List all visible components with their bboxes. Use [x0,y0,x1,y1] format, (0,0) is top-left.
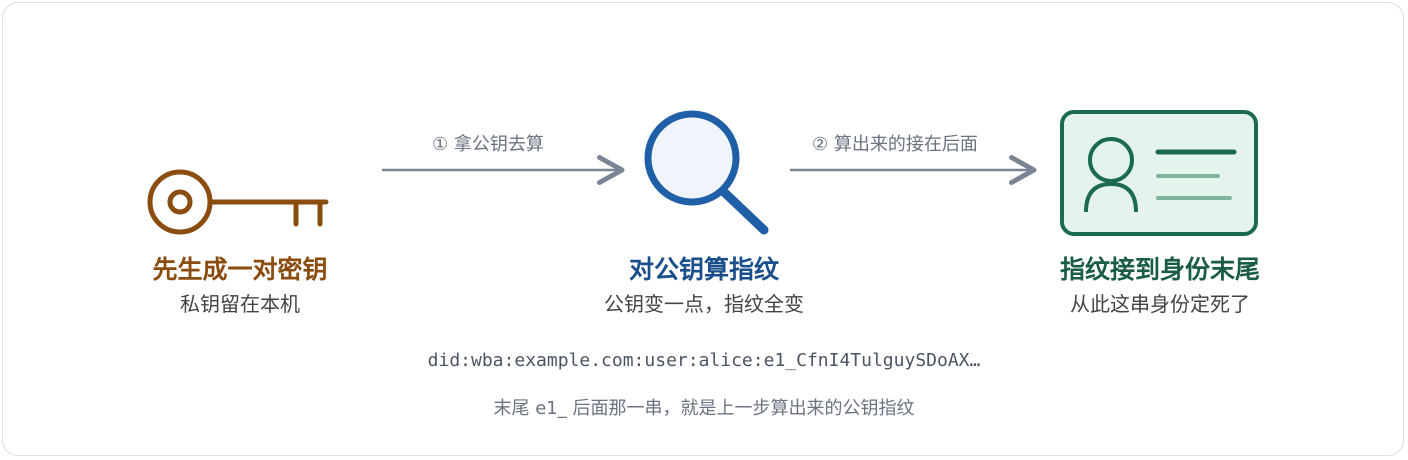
id-card-icon [1060,110,1258,236]
step-fingerprint: 对公钥算指纹 公钥变一点，指纹全变 [554,254,854,318]
step-title: 先生成一对密钥 [152,255,328,284]
step-subtitle: 公钥变一点，指纹全变 [604,292,804,316]
did-example: did:wba:example.com:user:alice:e1_CfnI4T… [427,350,981,371]
did-explanation: 末尾 e1_ 后面那一串，就是上一步算出来的公钥指纹 [493,398,915,419]
arrow-1-label: ① 拿公钥去算 [432,134,544,155]
arrow-2-label: ② 算出来的接在后面 [812,134,978,155]
step-title: 指纹接到身份末尾 [1059,255,1260,284]
step-subtitle: 从此这串身份定死了 [1070,292,1250,316]
step-generate-keys: 先生成一对密钥 私钥留在本机 [90,254,390,318]
key-icon [147,169,329,235]
magnifier-icon [644,110,769,235]
step-title: 对公钥算指纹 [628,255,779,284]
step-append-identity: 指纹接到身份末尾 从此这串身份定死了 [1010,254,1310,318]
step-subtitle: 私钥留在本机 [180,292,300,316]
